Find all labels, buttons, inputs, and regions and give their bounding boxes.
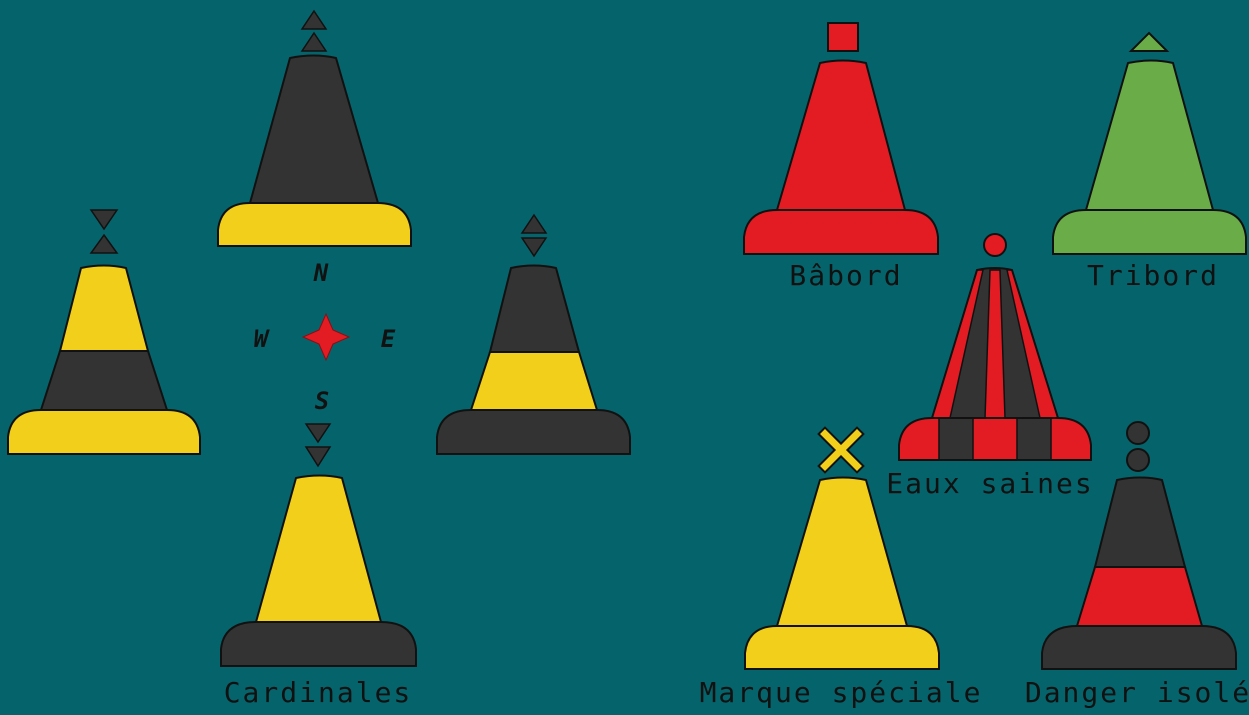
compass-north-label: N [313,259,330,287]
compass-rose-icon [301,312,351,362]
west-cardinal-buoy [7,209,201,455]
starboard-label: Tribord [1087,259,1219,292]
two-spheres-topmark-icon [1126,421,1150,472]
north-topmark-icon [300,9,328,52]
danger-buoy-base [1041,625,1237,670]
starboard-lateral-buoy [1052,31,1247,255]
starboard-buoy-base [1052,209,1247,255]
special-buoy-base [744,625,940,670]
south-cardinal-buoy [220,423,417,667]
east-buoy-base [436,409,631,455]
danger-label: Danger isolé [1025,676,1249,709]
special-mark-buoy [744,426,940,670]
port-buoy-body [775,59,907,211]
safe-water-body [932,268,1058,418]
safe-water-label: Eaux saines [886,467,1093,500]
x-topmark-icon [817,426,865,474]
west-buoy-base [7,409,201,455]
south-topmark-icon [304,423,332,468]
compass-east-label: E [381,325,397,353]
port-buoy-base [743,209,939,255]
starboard-buoy-body [1084,59,1215,211]
safe-water-base [899,418,1091,460]
north-buoy-base [217,202,412,247]
special-buoy-body [775,476,909,627]
north-buoy-body [248,54,380,204]
port-label: Bâbord [789,259,902,292]
cardinal-title: Cardinales [224,676,413,709]
compass-west-label: W [254,325,271,353]
south-buoy-body [254,474,383,623]
square-topmark-icon [827,22,859,52]
east-topmark-icon [520,213,548,258]
west-buoy-upper [58,264,150,352]
danger-buoy-upper [1093,476,1187,568]
west-buoy-band [39,350,169,411]
safe-water-buoy [898,233,1092,461]
isolated-danger-buoy [1041,421,1237,670]
east-buoy-upper [488,264,581,353]
red-sphere-topmark-icon [983,233,1007,257]
triangle-topmark-icon [1128,31,1170,52]
west-topmark-icon [89,209,119,254]
east-cardinal-buoy [436,213,631,455]
special-label: Marque spéciale [700,676,983,709]
north-cardinal-buoy [217,9,412,247]
port-lateral-buoy [743,22,939,255]
compass: N W E S [254,259,397,415]
south-buoy-base [220,621,417,667]
danger-buoy-band [1075,566,1204,627]
compass-south-label: S [315,387,331,415]
east-buoy-band [469,351,599,411]
